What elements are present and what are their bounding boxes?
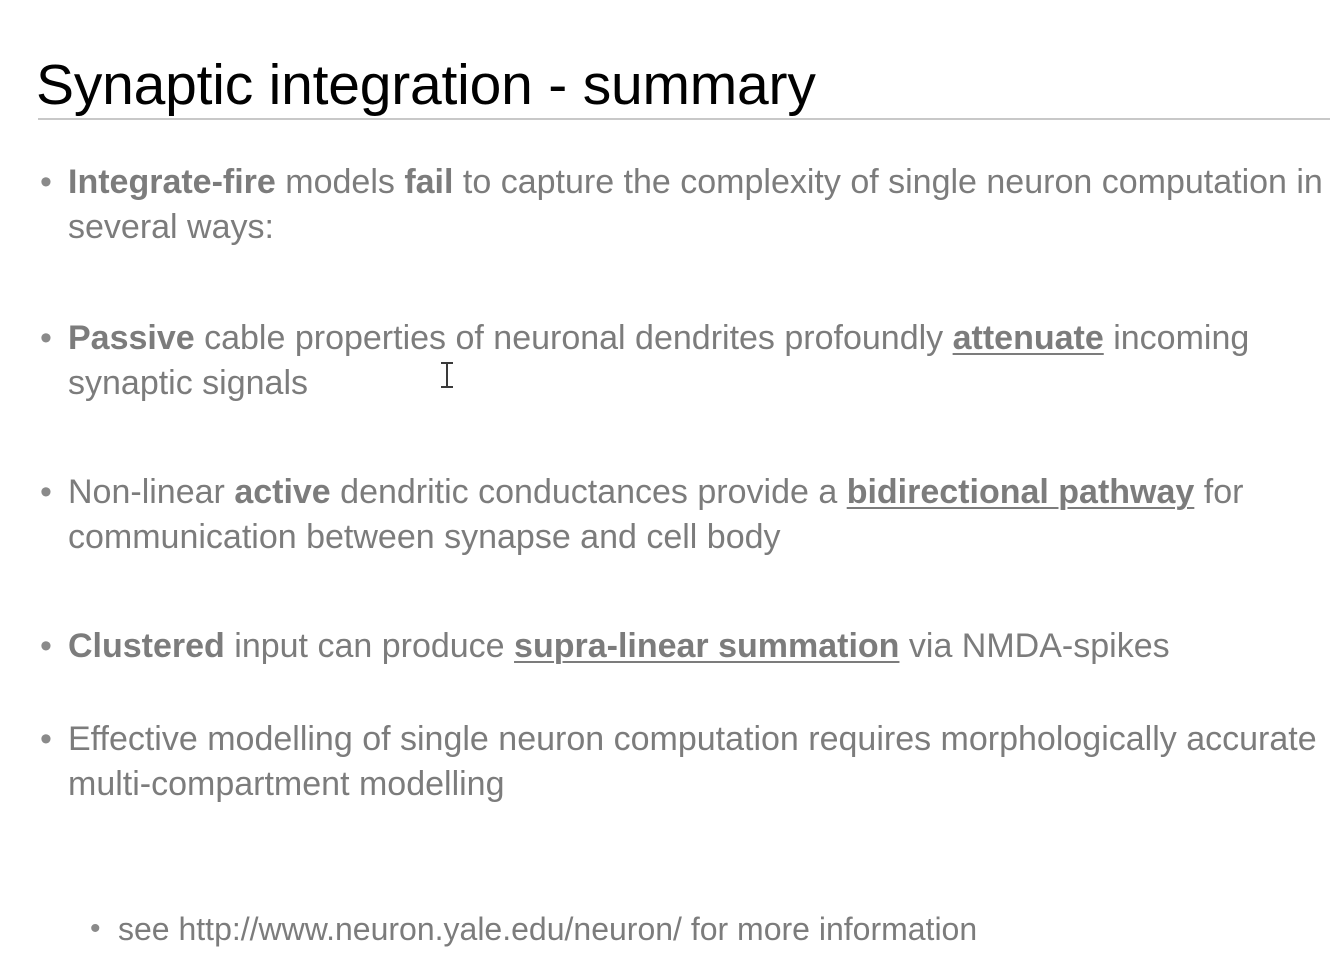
bullet-text: Effective modelling of single neuron com… [68, 717, 1323, 807]
bullet-marker: • [40, 319, 52, 357]
text-run: active [234, 473, 331, 511]
text-run: bidirectional pathway [846, 473, 1195, 511]
sub-bullet-marker: • [90, 912, 101, 945]
text-run: attenuate [952, 319, 1104, 357]
bullet-marker: • [40, 627, 52, 665]
text-run: supra-linear summation [514, 627, 900, 665]
bullet-text: Clustered input can produce supra-linear… [68, 624, 1323, 669]
bullet-marker: • [40, 163, 52, 201]
text-run: Effective modelling of single neuron com… [68, 720, 1317, 803]
title-divider [38, 118, 1330, 120]
text-run: Clustered [68, 627, 225, 665]
text-run: incoming synaptic signals [68, 319, 1250, 402]
bullet-item-active-conductances: • Non-linear active dendritic conductanc… [38, 470, 1323, 560]
bullet-item-passive-cable: • Passive cable properties of neuronal d… [38, 316, 1323, 406]
bullet-text: Non-linear active dendritic conductances… [68, 470, 1323, 560]
text-run: fail [404, 163, 454, 201]
bullet-item-effective-modelling: • Effective modelling of single neuron c… [38, 717, 1323, 807]
text-run: Integrate-fire [68, 163, 276, 201]
text-run: input can produce [224, 627, 515, 665]
sub-bullet-list: • see http://www.neuron.yale.edu/neuron/… [90, 908, 1290, 950]
bullet-marker: • [40, 720, 52, 758]
bullet-text: Passive cable properties of neuronal den… [68, 316, 1323, 406]
sub-bullet-text: see http://www.neuron.yale.edu/neuron/ f… [118, 911, 978, 947]
text-run: for communication between synapse and ce… [68, 473, 1244, 556]
page-title: Synaptic integration - summary [36, 53, 816, 118]
text-run: dendritic conductances provide a [330, 473, 847, 511]
text-run: Non-linear [68, 473, 235, 511]
text-run: Passive [68, 319, 195, 357]
bullet-item-clustered-input: • Clustered input can produce supra-line… [38, 624, 1323, 669]
text-run: models [275, 163, 405, 201]
text-run: cable properties of neuronal dendrites p… [194, 319, 953, 357]
text-run: via NMDA-spikes [899, 627, 1170, 665]
bullet-text: Integrate-fire models fail to capture th… [68, 160, 1323, 250]
sub-bullet-item-neuron-url: • see http://www.neuron.yale.edu/neuron/… [90, 908, 1290, 950]
bullet-list: • Integrate-fire models fail to capture … [38, 160, 1323, 807]
bullet-item-integrate-fire: • Integrate-fire models fail to capture … [38, 160, 1323, 250]
bullet-marker: • [40, 473, 52, 511]
text-run: to capture the complexity of single neur… [68, 163, 1323, 246]
